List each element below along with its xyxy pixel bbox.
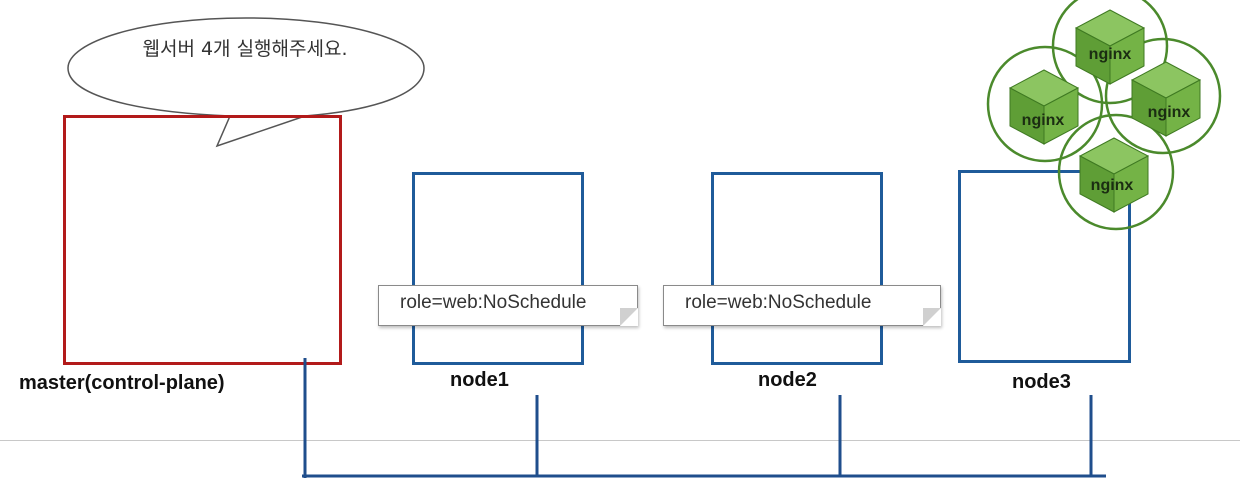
node2-taint-text: role=web:NoSchedule [685,292,872,313]
master-node-box [63,115,342,365]
node1-taint-text: role=web:NoSchedule [400,292,587,313]
node2-taint-note: role=web:NoSchedule [663,285,941,326]
node2-box [711,172,883,365]
nginx-pod-label: nginx [1021,112,1065,129]
speech-bubble-text: 웹서버 4개 실행해주세요. [142,38,348,60]
speech-bubble [67,17,425,148]
background-divider [0,440,1240,441]
node1-box [412,172,584,365]
nginx-pod-label: nginx [1090,177,1134,194]
nginx-pod-label: nginx [1147,104,1191,121]
node1-taint-note: role=web:NoSchedule [378,285,638,326]
note-fold-corner [620,308,638,326]
note-fold-corner [923,308,941,326]
node1-label: node1 [450,369,509,391]
node3-label: node3 [1012,371,1071,393]
master-node-label: master(control-plane) [19,372,225,394]
node2-label: node2 [758,369,817,391]
nginx-pod-label: nginx [1088,46,1132,63]
nginx-pod-bottom [1079,137,1149,213]
nginx-pod-right [1131,61,1201,137]
nginx-pod-cluster [986,0,1222,231]
node3-box [958,170,1131,363]
nginx-pod-left [1009,69,1079,145]
